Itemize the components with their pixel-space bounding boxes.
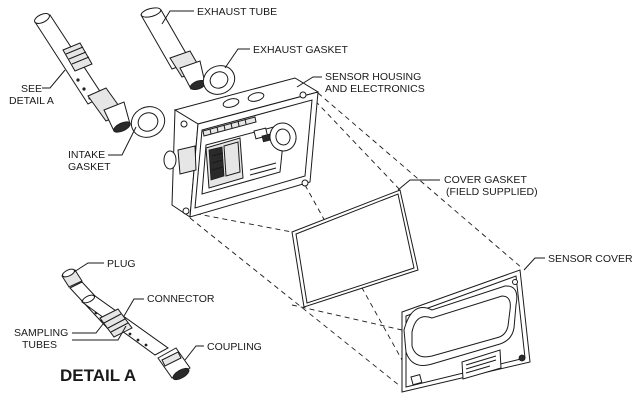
cover-gasket-label-line1: COVER GASKET <box>444 174 527 186</box>
exhaust-port <box>269 122 297 152</box>
plug-label: PLUG <box>107 258 136 270</box>
exhaust-tube <box>140 7 207 91</box>
coupling-label: COUPLING <box>207 341 262 353</box>
sampling-tubes-label-line1: SAMPLING <box>14 327 68 339</box>
exhaust-gasket-label: EXHAUST GASKET <box>253 44 349 56</box>
intake-gasket-label-line1: INTAKE <box>68 149 105 161</box>
connector-label: CONNECTOR <box>147 293 215 305</box>
see-detail-label-line2: DETAIL A <box>9 95 54 107</box>
sensor-cover <box>401 269 531 393</box>
plug <box>61 268 83 288</box>
sensor-housing-label-line1: SENSOR HOUSING <box>325 71 421 83</box>
sensor-housing <box>163 77 320 218</box>
sensor-housing-label-line2: AND ELECTRONICS <box>325 83 425 95</box>
label-plate <box>461 349 502 380</box>
cover-gasket-label-line2: (FIELD SUPPLIED) <box>446 186 538 198</box>
detail-a-title: DETAIL A <box>60 366 136 385</box>
cover-gasket <box>291 189 419 308</box>
sensor-module <box>205 137 244 189</box>
terminal-strip <box>202 116 257 137</box>
intake-gasket <box>130 106 166 138</box>
sampling-tubes-label-line2: TUBES <box>22 339 57 351</box>
intake-port <box>163 145 197 175</box>
leader-lines <box>42 10 545 361</box>
see-detail-label-line1: SEE <box>21 83 42 95</box>
intake-tube <box>34 13 131 133</box>
sensor-cover-label: SENSOR COVER <box>548 253 633 265</box>
detail-a-parts <box>61 268 191 381</box>
circuit-board <box>201 123 286 195</box>
exhaust-tube-label: EXHAUST TUBE <box>197 6 277 18</box>
intake-gasket-label-line2: GASKET <box>68 161 111 173</box>
exhaust-gasket <box>202 65 236 95</box>
callout-labels: EXHAUST TUBE EXHAUST GASKET SENSOR HOUSI… <box>9 6 633 385</box>
coupling <box>157 347 191 381</box>
